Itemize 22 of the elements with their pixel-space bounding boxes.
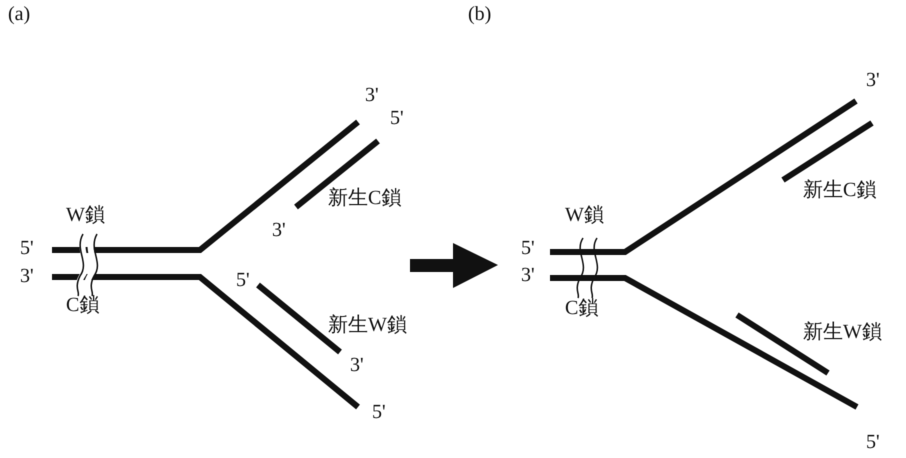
strand-label: 新生C鎖 <box>803 180 876 200</box>
end-label: 5' <box>390 108 404 128</box>
strand-label: W鎖 <box>66 205 105 225</box>
panel-label: (b) <box>468 4 492 24</box>
end-label: 5' <box>866 432 880 452</box>
end-label: 5' <box>236 270 250 290</box>
end-label: 3' <box>350 355 364 375</box>
end-label: 3' <box>866 70 880 90</box>
end-label: 3' <box>521 265 535 285</box>
end-label: 3' <box>20 266 34 286</box>
end-label: 3' <box>365 85 379 105</box>
end-label: 5' <box>372 402 386 422</box>
strand-label: 新生W鎖 <box>803 322 882 342</box>
strand-label: C鎖 <box>66 295 100 315</box>
end-label: 3' <box>272 220 286 240</box>
end-label: 5' <box>521 238 535 258</box>
panel-label: (a) <box>8 4 30 24</box>
strand-label: 新生W鎖 <box>328 315 407 335</box>
end-label: 5' <box>20 238 34 258</box>
strand-label: C鎖 <box>565 298 598 318</box>
strand-label: 新生C鎖 <box>328 188 402 208</box>
strand-label: W鎖 <box>565 205 604 225</box>
